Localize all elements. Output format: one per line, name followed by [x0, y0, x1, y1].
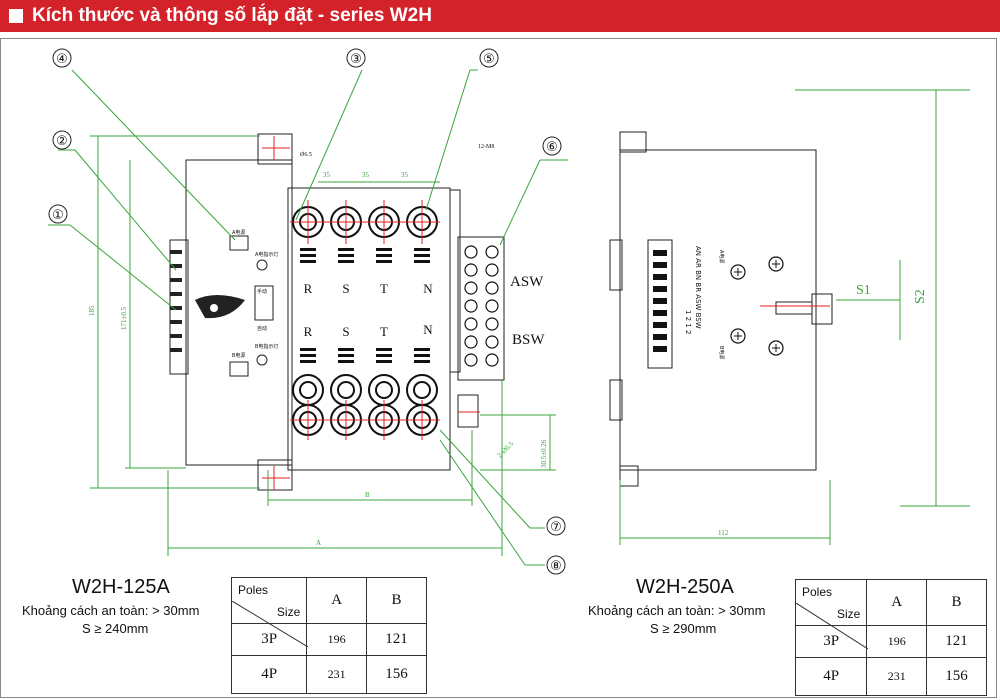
- col-a-header: A: [866, 579, 928, 626]
- b-cell: 156: [366, 655, 427, 694]
- bsw-label: BSW: [512, 332, 545, 348]
- a-cell: 231: [866, 657, 928, 696]
- terminal-text: AN AR BN BR ASW BSW: [694, 246, 702, 329]
- left-model-name: W2H-125A: [72, 576, 170, 598]
- terminal-nums: 1 2 1 2: [684, 310, 692, 335]
- vents: [300, 248, 430, 363]
- table-row: 3P 196 121: [230, 623, 427, 656]
- dim-s2: S2: [913, 289, 928, 304]
- dim-a: A: [316, 539, 321, 547]
- dimension-lines-left: [48, 69, 568, 566]
- callout-3: ③: [350, 52, 362, 67]
- manual-label: 手动: [257, 288, 267, 295]
- bolts-bottom: [292, 374, 438, 436]
- dimension-lines-right: [619, 89, 970, 545]
- dim-185: 185: [88, 305, 96, 316]
- header-square-icon: [9, 9, 23, 23]
- callout-1: ①: [52, 208, 64, 223]
- asw-bsw-terminal-block: [457, 236, 505, 381]
- phase-bottom-n: N: [423, 322, 433, 337]
- header-title: Kích thước và thông số lắp đặt - series …: [32, 5, 432, 26]
- right-screws: [730, 256, 784, 356]
- a-power-label: A电源: [232, 229, 245, 236]
- right-safety-distance: Khoảng cách an toàn: > 30mm: [588, 603, 766, 618]
- a-indicator-label: A电指示灯: [255, 251, 278, 258]
- b-power-label: B电源: [232, 352, 245, 359]
- col-b-header: B: [366, 577, 427, 624]
- poles-cell: 3P: [794, 625, 868, 658]
- callout-8: ⑧: [550, 559, 562, 574]
- size-header: Size: [276, 604, 301, 619]
- b-indicator-label: B电指示灯: [255, 343, 278, 350]
- drawing-panel: [0, 38, 997, 698]
- col-a-header: A: [306, 577, 368, 624]
- b-cell: 156: [926, 657, 987, 696]
- dim-35-c: 35: [401, 171, 409, 179]
- table-row: 4P 231 156: [794, 657, 987, 696]
- b-cell: 121: [926, 625, 987, 658]
- dim-30-5: 30.5±0.26: [540, 439, 548, 468]
- phase-bottom-r: R: [304, 324, 313, 339]
- dim-112: 112: [718, 529, 729, 537]
- phase-bottom-t: T: [380, 324, 388, 339]
- dim-171: 171±0.5: [120, 306, 128, 330]
- right-a-power-label: A电源: [718, 250, 725, 263]
- dim-s1: S1: [856, 283, 871, 298]
- terminal-screws: [464, 245, 499, 367]
- poles-cell: 4P: [794, 657, 868, 696]
- top-mount-tab: [257, 133, 293, 165]
- a-cell: 196: [866, 625, 928, 658]
- right-model-name: W2H-250A: [636, 576, 734, 598]
- dim-hole-2: 2-Ø6.5: [496, 440, 516, 460]
- right-b-power-label: B电源: [718, 346, 725, 359]
- right-device: [609, 131, 833, 487]
- phase-top-t: T: [380, 281, 388, 296]
- a-cell: 196: [306, 623, 368, 656]
- right-size-table: Size Poles A B 3P 196 121 4P 231 156: [794, 579, 987, 696]
- phase-bottom-s: S: [342, 324, 349, 339]
- phase-top-s: S: [342, 281, 349, 296]
- centerlines-left: [262, 136, 480, 490]
- phase-top-n: N: [423, 281, 433, 296]
- col-b-header: B: [926, 579, 987, 626]
- left-body: [185, 159, 293, 466]
- poles-header: Poles: [238, 582, 269, 597]
- left-s-requirement: S ≥ 240mm: [82, 621, 149, 636]
- bottom-mount-tab: [257, 459, 293, 491]
- dim-b: B: [365, 491, 370, 499]
- callout-2: ②: [56, 134, 68, 149]
- right-s-requirement: S ≥ 290mm: [650, 621, 717, 636]
- b-cell: 121: [366, 623, 427, 656]
- left-size-table: Size Poles A B 3P 196 121 4P 231 156: [230, 577, 427, 694]
- handle-icon: [195, 295, 245, 319]
- phase-top-r: R: [304, 281, 313, 296]
- callout-6: ⑥: [546, 140, 558, 155]
- dim-m8: 12-M8: [478, 144, 494, 150]
- table-row: 4P 231 156: [230, 655, 427, 694]
- callout-5: ⑤: [483, 52, 495, 67]
- dim-hole: Ø6.5: [300, 152, 312, 158]
- dim-35-b: 35: [362, 171, 370, 179]
- a-cell: 231: [306, 655, 368, 694]
- callout-4: ④: [56, 52, 68, 67]
- left-safety-distance: Khoảng cách an toàn: > 30mm: [22, 603, 200, 618]
- callout-7: ⑦: [550, 520, 562, 535]
- poles-cell: 4P: [230, 655, 308, 694]
- size-header: Size: [837, 606, 861, 621]
- auto-label: 自动: [257, 325, 267, 332]
- dim-35-a: 35: [323, 171, 331, 179]
- poles-header: Poles: [802, 584, 833, 599]
- asw-label: ASW: [510, 274, 544, 290]
- section-header: Kích thước và thông số lắp đặt - series …: [0, 0, 1000, 32]
